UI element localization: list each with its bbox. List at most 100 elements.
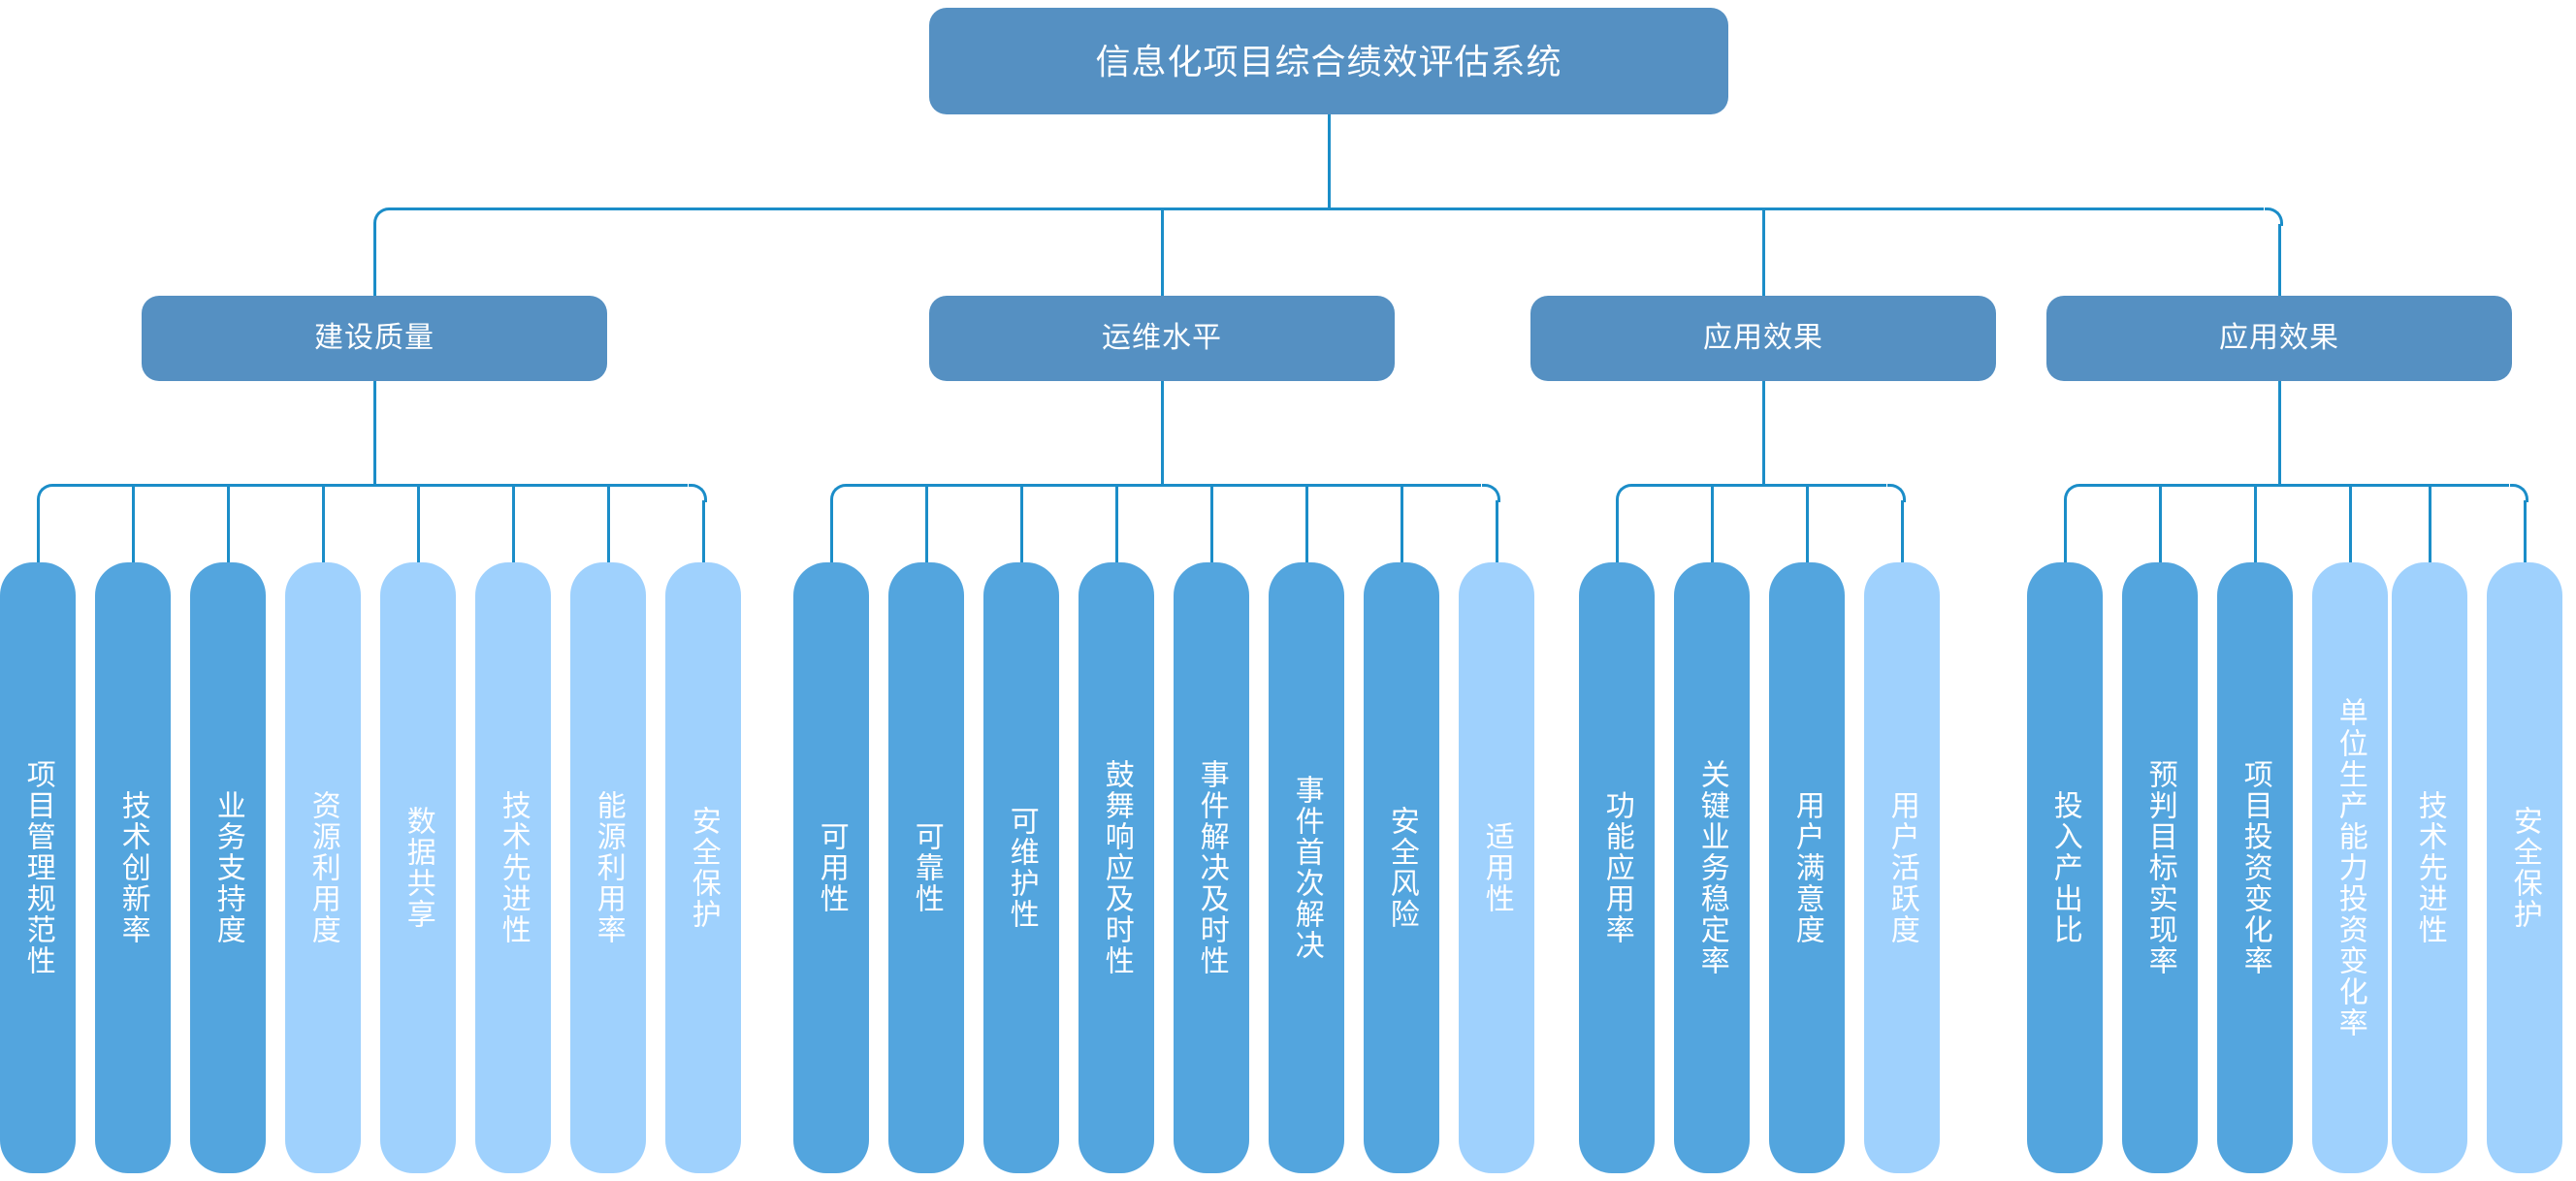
leaf-node-2-8[interactable]: 适用性 [1459, 562, 1534, 1173]
leaf-node-3-2[interactable]: 关键业务稳定率 [1674, 562, 1750, 1173]
leaf-drop-0-0 [37, 500, 40, 562]
leaf-node-label: 数据共享 [402, 806, 435, 930]
leaf-node-3-3[interactable]: 用户满意度 [1769, 562, 1845, 1173]
leaf-node-1-8[interactable]: 安全保护 [665, 562, 741, 1173]
leaf-node-label: 项目投资变化率 [2238, 759, 2271, 976]
root-bus [390, 207, 2264, 210]
leaf-drop-1-5 [1305, 485, 1308, 562]
root-stem [1328, 114, 1331, 208]
leaf-node-4-1[interactable]: 投入产出比 [2027, 562, 2103, 1173]
leaf-drop-3-5 [2524, 500, 2527, 562]
leaf-bus-elbow-right-3 [2510, 484, 2528, 502]
leaf-node-2-7[interactable]: 安全风险 [1364, 562, 1439, 1173]
leaf-node-label: 鼓舞响应及时性 [1100, 759, 1133, 976]
leaf-drop-0-2 [227, 485, 230, 562]
leaf-node-4-5[interactable]: 技术先进性 [2392, 562, 2467, 1173]
leaf-node-1-6[interactable]: 技术先进性 [475, 562, 551, 1173]
branch-node-4[interactable]: 应用效果 [2046, 296, 2512, 381]
leaf-node-label: 安全风险 [1385, 806, 1418, 930]
branch-node-label: 运维水平 [1102, 322, 1222, 355]
leaf-drop-3-4 [2429, 485, 2431, 562]
branch-drop-1 [1161, 208, 1164, 296]
leaf-node-4-6[interactable]: 安全保护 [2487, 562, 2562, 1173]
leaf-bus-elbow-right-0 [689, 484, 707, 502]
leaf-node-2-3[interactable]: 可维护性 [983, 562, 1059, 1173]
leaf-node-label: 可维护性 [1005, 806, 1038, 930]
leaf-drop-3-2 [2254, 485, 2257, 562]
leaf-node-label: 技术先进性 [2413, 790, 2446, 945]
branch-node-3[interactable]: 应用效果 [1530, 296, 1996, 381]
leaf-node-4-4[interactable]: 单位生产能力投资变化率 [2312, 562, 2388, 1173]
leaf-node-2-2[interactable]: 可靠性 [888, 562, 964, 1173]
leaf-node-2-6[interactable]: 事件首次解决 [1269, 562, 1344, 1173]
leaf-node-3-4[interactable]: 用户活跃度 [1864, 562, 1940, 1173]
leaf-node-4-3[interactable]: 项目投资变化率 [2217, 562, 2293, 1173]
leaf-bus-2 [1632, 484, 1886, 487]
leaf-drop-0-1 [132, 485, 135, 562]
leaf-node-2-4[interactable]: 鼓舞响应及时性 [1079, 562, 1154, 1173]
branch-drop-2 [1762, 208, 1765, 296]
root-node-label: 信息化项目综合绩效评估系统 [1095, 41, 1562, 81]
leaf-bus-1 [847, 484, 1481, 487]
leaf-node-label: 用户活跃度 [1885, 790, 1918, 945]
branch-stem-1 [1161, 381, 1164, 485]
leaf-drop-2-2 [1806, 485, 1809, 562]
leaf-node-3-1[interactable]: 功能应用率 [1579, 562, 1655, 1173]
root-bus-elbow-left [373, 207, 392, 226]
leaf-node-1-7[interactable]: 能源利用率 [570, 562, 646, 1173]
leaf-node-label: 预判目标实现率 [2143, 759, 2176, 976]
leaf-bus-0 [53, 484, 688, 487]
branch-stem-3 [2278, 381, 2281, 485]
root-node[interactable]: 信息化项目综合绩效评估系统 [929, 8, 1728, 114]
leaf-node-label: 用户满意度 [1790, 790, 1823, 945]
leaf-drop-1-6 [1401, 485, 1403, 562]
leaf-node-1-3[interactable]: 业务支持度 [190, 562, 266, 1173]
leaf-node-label: 能源利用率 [592, 790, 625, 945]
leaf-node-1-4[interactable]: 资源利用度 [285, 562, 361, 1173]
leaf-drop-0-7 [702, 500, 705, 562]
leaf-node-label: 适用性 [1480, 821, 1513, 914]
leaf-drop-0-4 [417, 485, 420, 562]
leaf-node-1-5[interactable]: 数据共享 [380, 562, 456, 1173]
leaf-drop-0-3 [322, 485, 325, 562]
branch-node-label: 应用效果 [2219, 322, 2339, 355]
leaf-node-4-2[interactable]: 预判目标实现率 [2122, 562, 2198, 1173]
leaf-node-label: 技术创新率 [116, 790, 149, 945]
leaf-node-label: 资源利用度 [306, 790, 339, 945]
leaf-node-2-1[interactable]: 可用性 [793, 562, 869, 1173]
leaf-node-1-1[interactable]: 项目管理规范性 [0, 562, 76, 1173]
branch-node-label: 建设质量 [314, 322, 435, 355]
branch-drop-3 [2278, 224, 2281, 296]
branch-node-2[interactable]: 运维水平 [929, 296, 1395, 381]
leaf-drop-3-0 [2064, 500, 2067, 562]
leaf-drop-2-0 [1616, 500, 1619, 562]
leaf-node-label: 可靠性 [910, 821, 943, 914]
branch-stem-2 [1762, 381, 1765, 485]
leaf-drop-0-6 [607, 485, 610, 562]
leaf-node-label: 可用性 [815, 821, 848, 914]
branch-drop-0 [373, 224, 376, 296]
leaf-node-label: 技术先进性 [497, 790, 530, 945]
branch-node-label: 应用效果 [1703, 322, 1823, 355]
leaf-bus-elbow-right-2 [1887, 484, 1906, 502]
leaf-bus-3 [2080, 484, 2509, 487]
branch-stem-0 [373, 381, 376, 485]
leaf-drop-1-2 [1020, 485, 1023, 562]
leaf-node-label: 项目管理规范性 [21, 759, 54, 976]
root-bus-elbow-right [2265, 207, 2283, 226]
leaf-node-label: 事件解决及时性 [1195, 759, 1228, 976]
leaf-node-label: 关键业务稳定率 [1695, 759, 1728, 976]
leaf-bus-elbow-left-1 [830, 484, 849, 502]
leaf-node-label: 业务支持度 [211, 790, 244, 945]
leaf-node-label: 单位生产能力投资变化率 [2334, 697, 2367, 1038]
branch-node-1[interactable]: 建设质量 [142, 296, 607, 381]
leaf-drop-1-7 [1496, 500, 1498, 562]
leaf-node-label: 投入产出比 [2048, 790, 2081, 945]
leaf-node-2-5[interactable]: 事件解决及时性 [1174, 562, 1249, 1173]
leaf-drop-0-5 [512, 485, 515, 562]
leaf-node-label: 安全保护 [2508, 806, 2541, 930]
leaf-node-1-2[interactable]: 技术创新率 [95, 562, 171, 1173]
leaf-drop-3-3 [2349, 485, 2352, 562]
leaf-drop-2-3 [1901, 500, 1904, 562]
